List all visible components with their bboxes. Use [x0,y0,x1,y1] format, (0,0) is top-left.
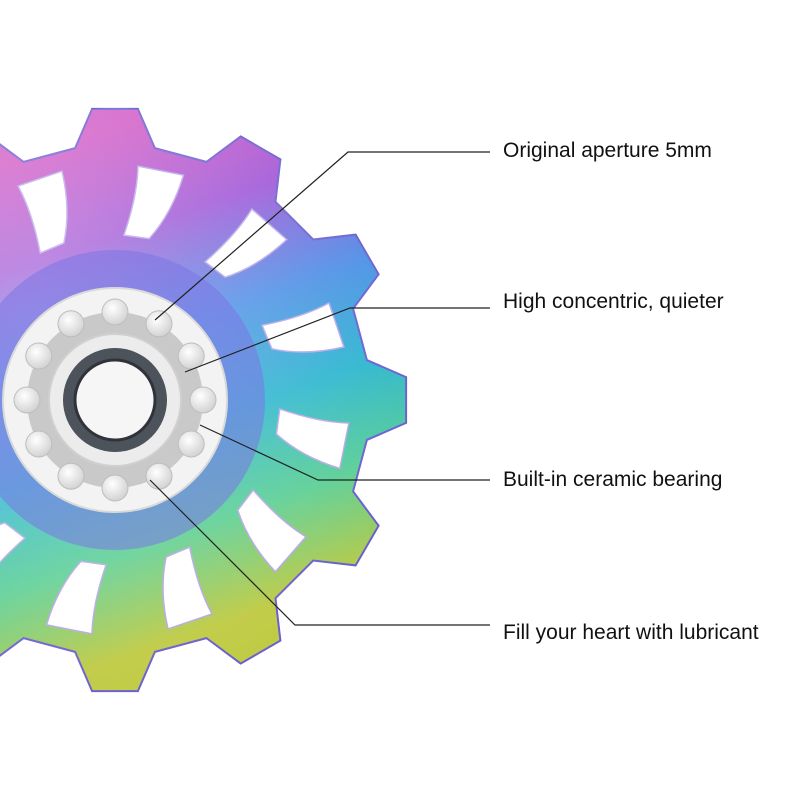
ceramic-ball [177,342,205,370]
ceramic-ball [57,310,85,338]
ceramic-ball [25,430,53,458]
ceramic-ball [189,386,217,414]
leader-line-bearing [199,424,490,481]
callout-ceramic-bearing: Built-in ceramic bearing [503,468,723,491]
callout-concentric: High concentric, quieter [503,290,724,313]
aperture [73,358,157,442]
ceramic-ball [101,474,129,502]
leader-line-concentric [184,307,490,373]
leader-lines [149,151,490,626]
leader-line-aperture [154,151,490,321]
ceramic-ball [145,462,173,490]
callout-aperture: Original aperture 5mm [503,139,712,162]
bearing [0,250,265,550]
ceramic-ball [13,386,41,414]
ceramic-ball [25,342,53,370]
ceramic-ball [101,298,129,326]
ceramic-ball [145,310,173,338]
callout-lubricant: Fill your heart with lubricant [503,621,759,644]
ceramic-ball [57,462,85,490]
ceramic-ball [177,430,205,458]
leader-line-lubricant [149,479,490,626]
ceramic-balls [13,298,217,502]
